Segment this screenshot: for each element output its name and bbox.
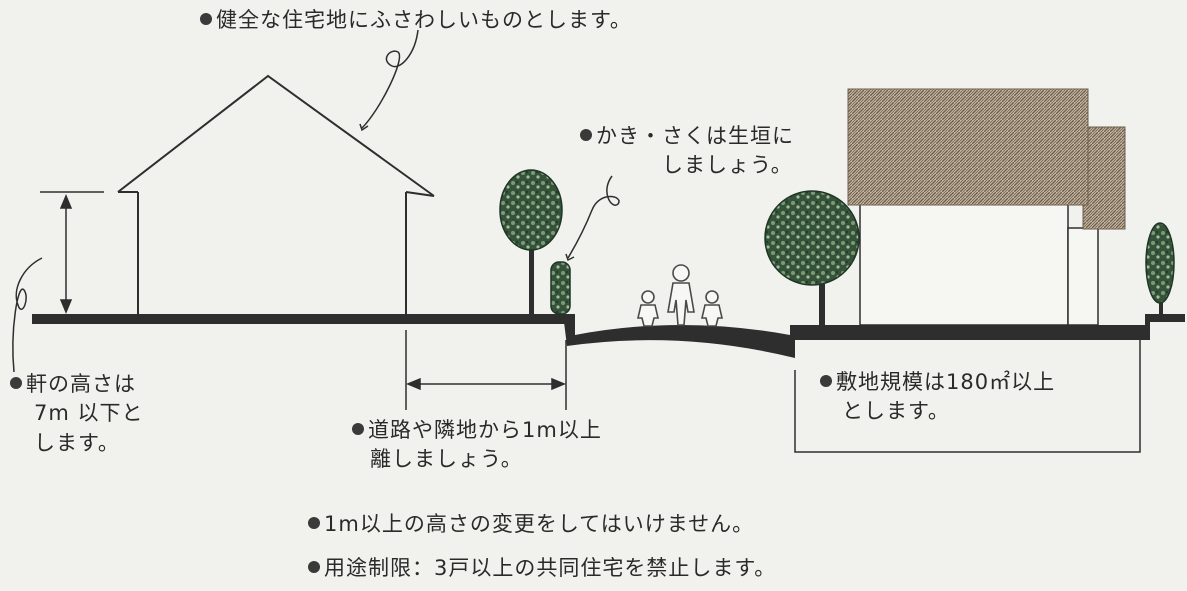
eave-height-dimension: [40, 191, 104, 314]
bullet-icon: [308, 561, 320, 573]
tree-right: [764, 190, 860, 326]
tree-left: [499, 169, 563, 316]
leader-lines: [12, 29, 620, 373]
fence-hedge-note: かき・さくは生垣に しましょう。: [580, 122, 794, 181]
no-height-change-note: 1m以上の高さの変更をしてはいけません。: [308, 510, 754, 539]
setback-dimension: [405, 330, 567, 410]
eave-height-note: 軒の高さは 7m 以下と します。: [10, 370, 144, 458]
site-size-note: 敷地規模は180㎡以上 とします。: [820, 368, 1055, 427]
hedge: [550, 261, 571, 315]
bullet-icon: [352, 423, 364, 435]
family-figures: [636, 264, 724, 327]
site-size-bracket: [794, 340, 1141, 453]
use-restriction-note: 用途制限：3戸以上の共同住宅を禁止します。: [308, 554, 776, 583]
bullet-icon: [200, 13, 212, 25]
house-left: [117, 74, 435, 314]
setback-note: 道路や隣地から1m以上 離しましょう。: [352, 416, 602, 475]
shrub-right: [1145, 222, 1175, 316]
bullet-icon: [820, 375, 832, 387]
healthy-residential-note: 健全な住宅地にふさわしいものとします。: [200, 6, 632, 35]
bullet-icon: [308, 517, 320, 529]
building-right: [847, 88, 1126, 326]
bullet-icon: [10, 377, 22, 389]
bullet-icon: [580, 129, 592, 141]
